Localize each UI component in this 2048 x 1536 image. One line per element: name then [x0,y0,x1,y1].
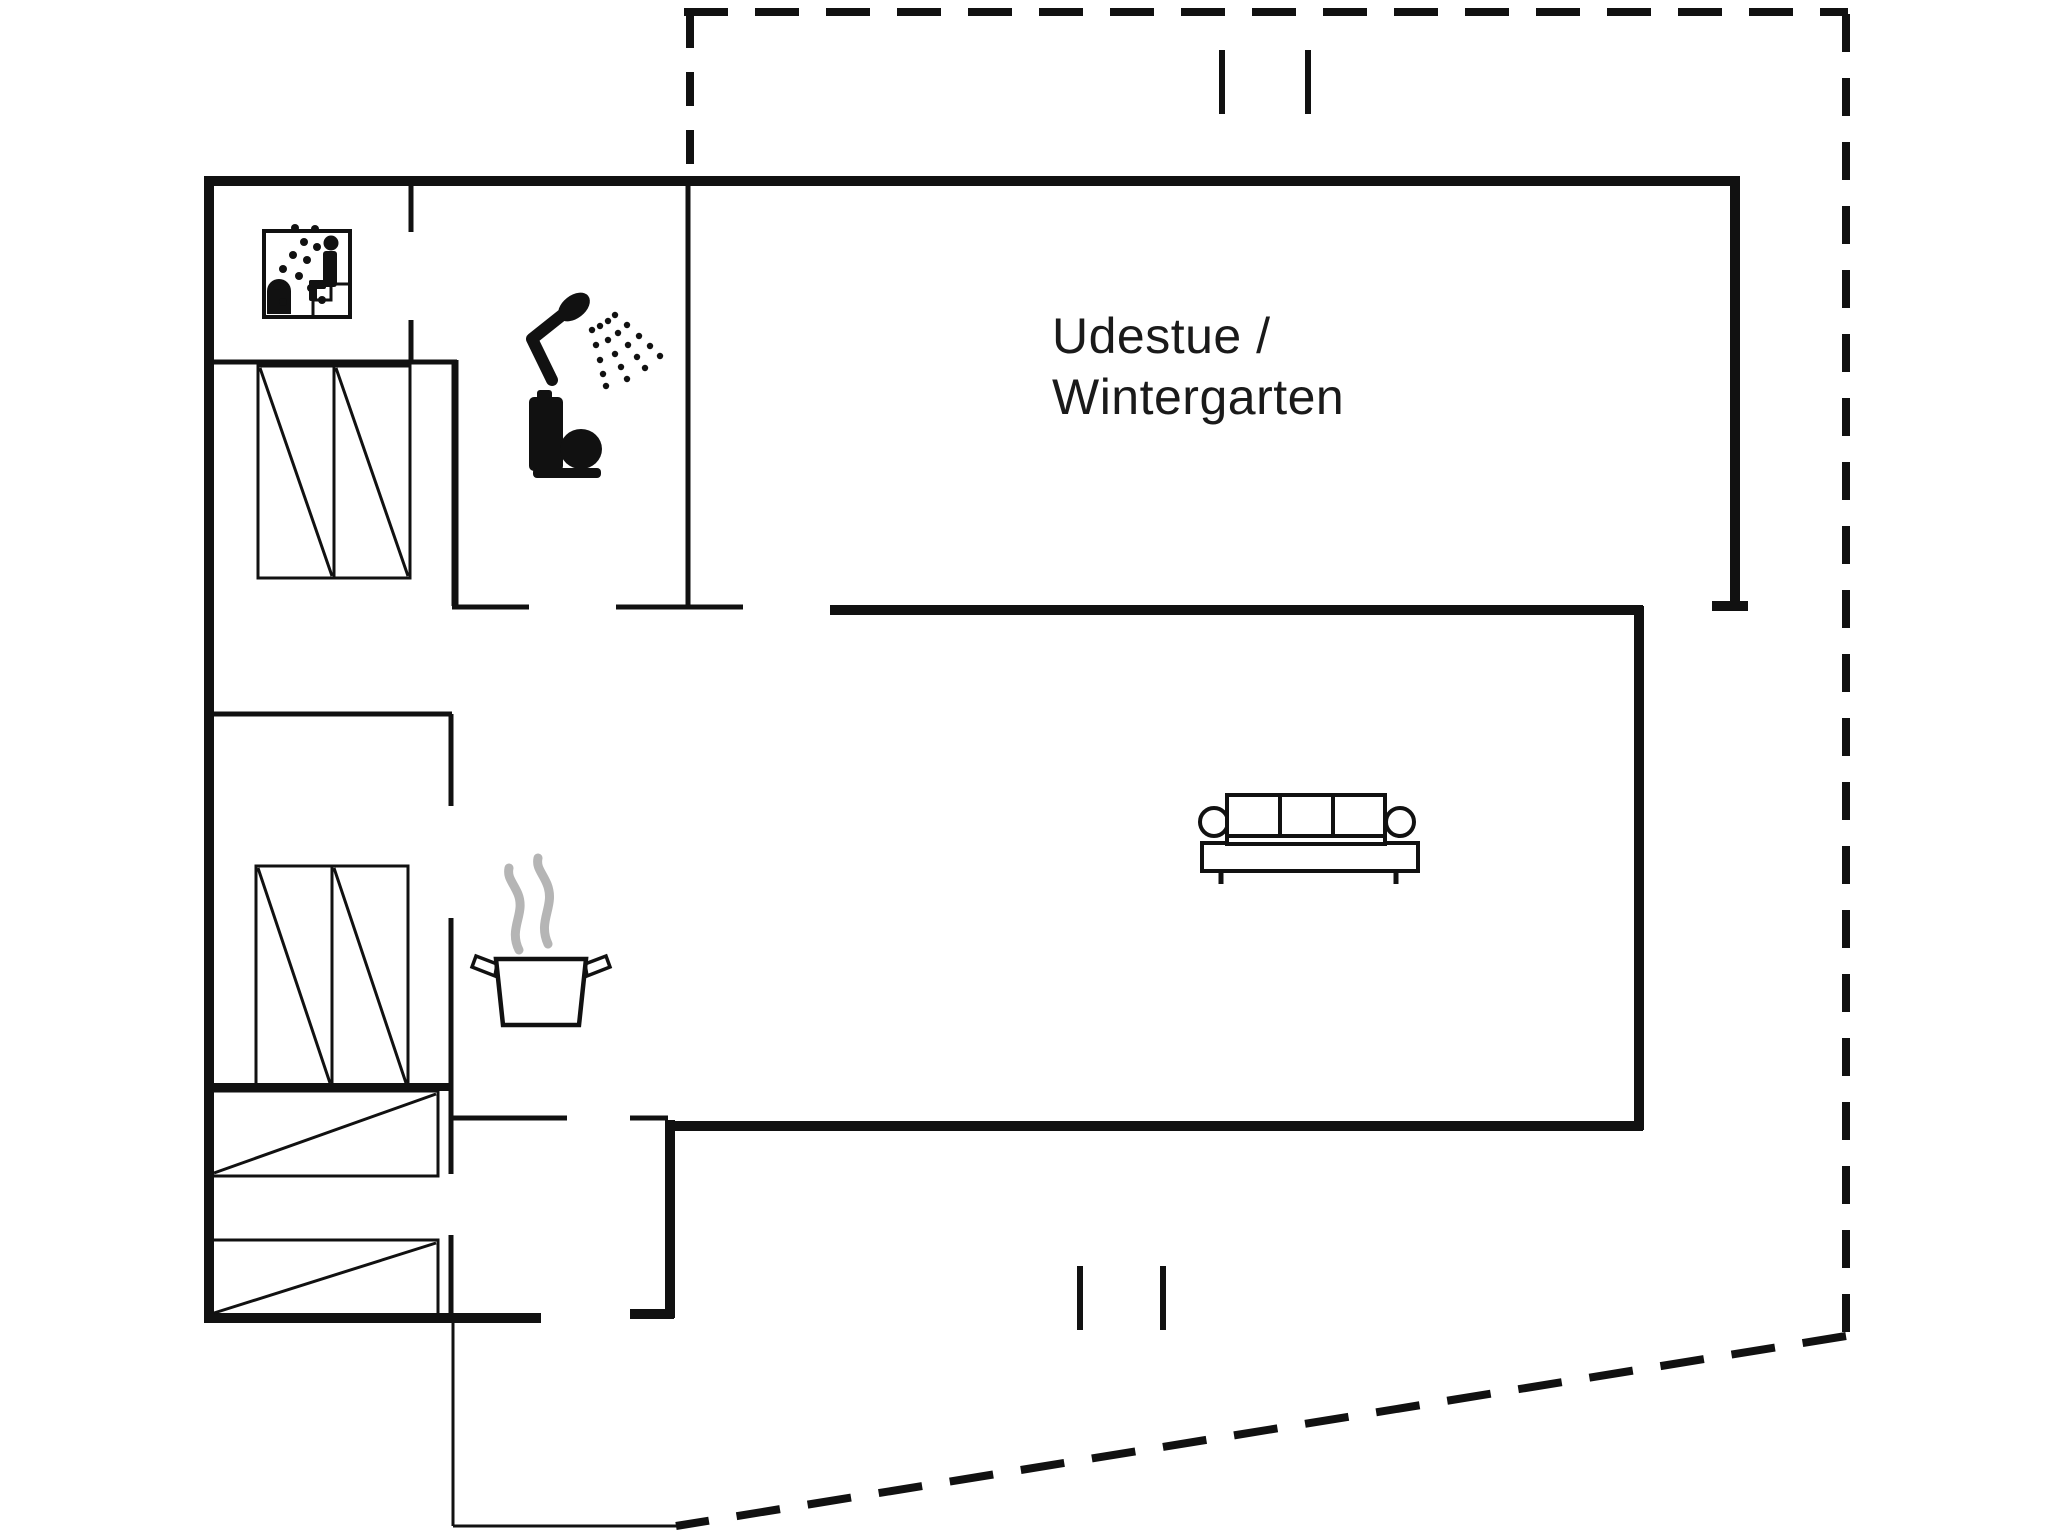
toilet-icon [529,390,602,478]
outer-walls [204,176,1748,1323]
sofa-icon [1198,793,1420,884]
wardrobe-diagonal [258,367,334,577]
sauna-icon-frame [262,229,352,319]
sauna-icon [262,224,352,319]
room-label-line1: Udestue / [1052,308,1271,364]
pot-handle-left [469,953,499,979]
bed-2 [210,1238,440,1318]
sofa-base [1200,841,1420,873]
pot-handle-right [583,953,613,979]
toilet-tank [529,397,563,471]
toilet-base [533,468,601,478]
inner-walls [204,184,743,1322]
bed-outline [210,1089,440,1178]
window-tick-marks [1077,50,1311,1330]
sofa-arm-right [1384,806,1416,838]
entry-walkway [451,1322,678,1528]
bed-outline [210,1238,440,1318]
wardrobe-diagonal [332,867,408,1084]
wardrobe-1 [256,364,412,580]
wardrobe-diagonal [256,867,332,1084]
wardrobe-2 [254,864,410,1087]
bed-diagonal [213,1241,437,1315]
bed-1 [210,1089,440,1178]
toilet-bowl [560,429,602,469]
terrace-boundary-diagonal [675,1332,1847,1530]
sauna-person [309,235,339,301]
shower-hose [526,298,582,386]
room-label-line2: Wintergarten [1052,369,1345,425]
room-label-udestue: Udestue / Wintergarten [1052,306,1344,428]
cooking-pot-icon [469,853,613,1028]
pot-body [493,956,589,1028]
bed-diagonal [213,1092,437,1175]
terrace-boundary-dashed [675,8,1850,1530]
shower-icon [526,292,664,390]
sauna-bench [311,282,350,317]
steam-icon [504,853,554,955]
shower-spray-dots [588,311,664,390]
sofa-arm-left [1198,806,1230,838]
wardrobe-diagonal [334,367,410,577]
